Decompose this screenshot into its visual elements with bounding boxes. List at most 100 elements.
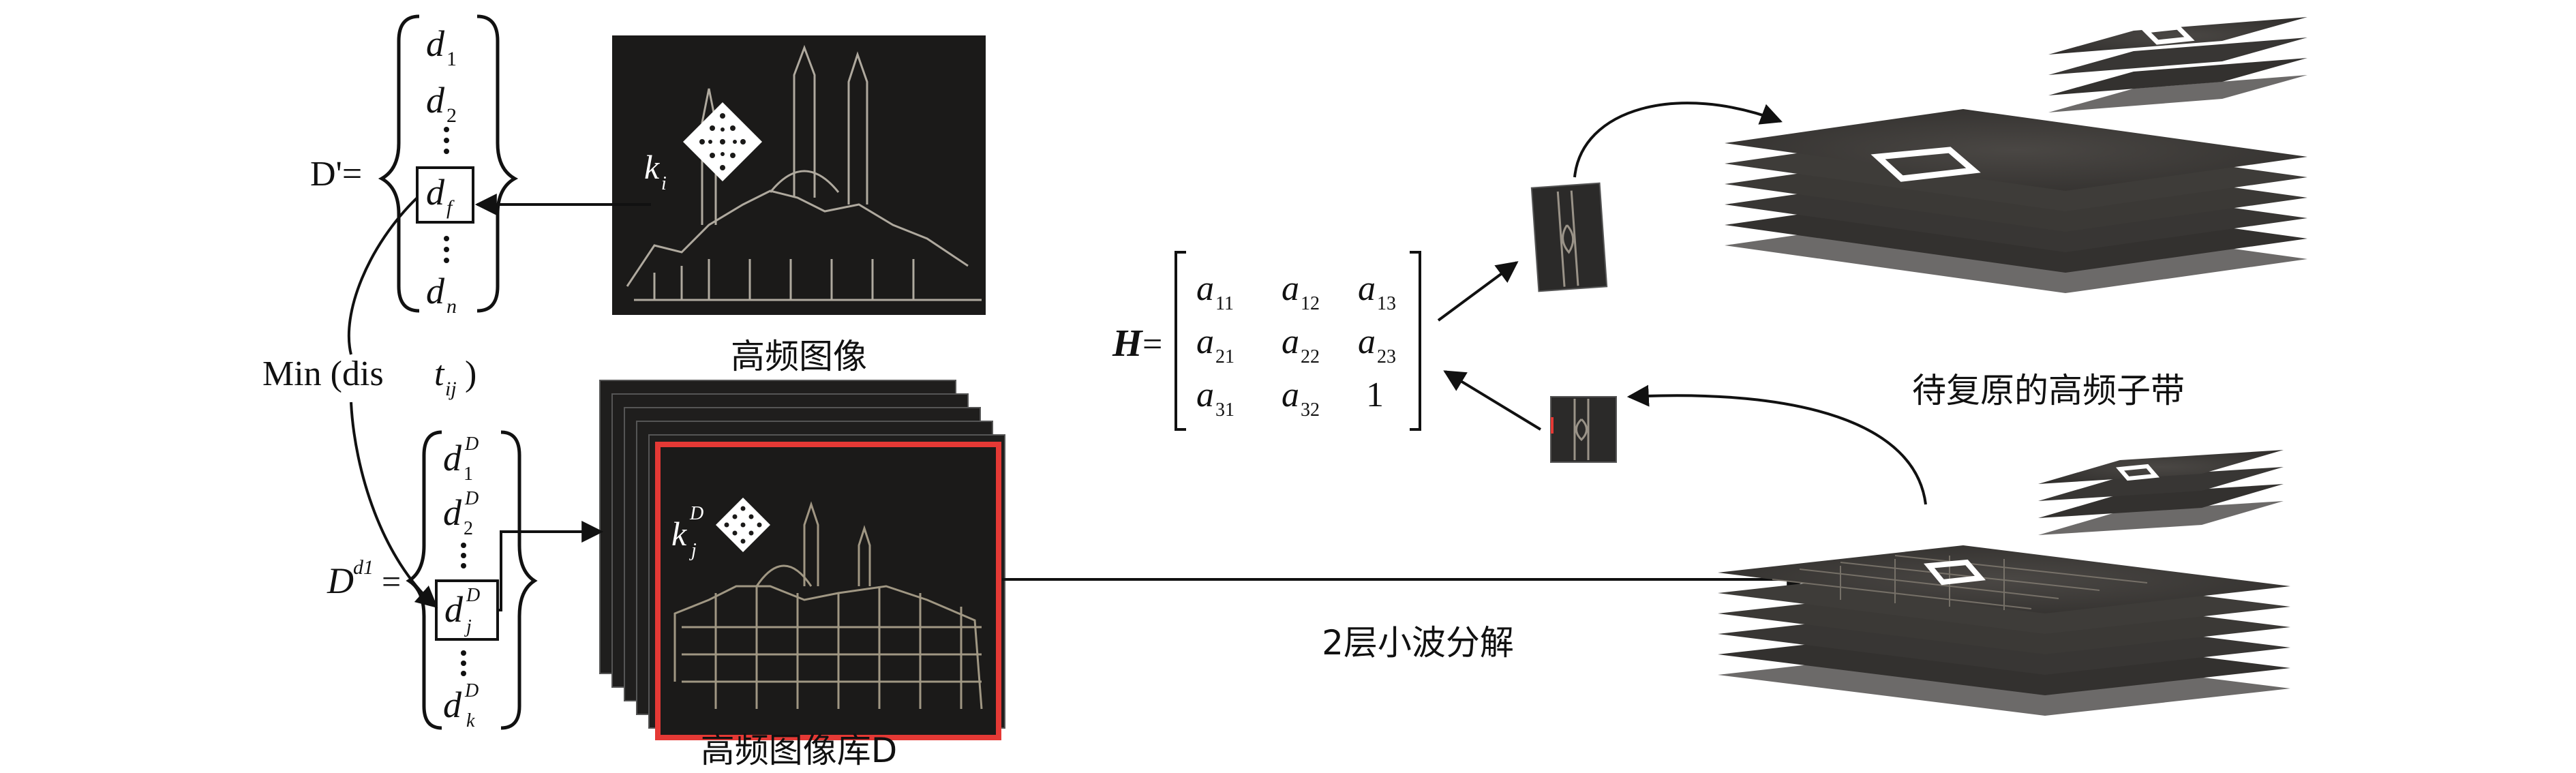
keypoint-label-bottom: k D j: [671, 503, 703, 561]
decomposed-window: [1924, 559, 1986, 586]
brace-left-top: [378, 14, 420, 313]
entry-df: d f: [426, 172, 455, 219]
wavelet-decomposed-stack: [1718, 450, 2290, 716]
svg-text:t: t: [434, 354, 445, 393]
svg-text:D: D: [689, 503, 703, 524]
svg-text:d: d: [443, 438, 462, 479]
svg-text:j: j: [689, 540, 697, 561]
svg-text:n: n: [446, 295, 457, 318]
svg-text:d1: d1: [353, 556, 374, 579]
caption-high-frequency-library: 高频图像库D: [701, 731, 898, 770]
vector-d-prime: D'= d 1 d 2 d f d n: [310, 14, 519, 318]
entry-dkD: d D k: [443, 680, 479, 731]
entry-d1: d 1: [426, 23, 457, 70]
svg-text:=: =: [382, 562, 401, 601]
svg-text:ij: ij: [445, 378, 457, 400]
svg-text:2: 2: [446, 104, 457, 127]
highlighted-library-image: [655, 442, 1001, 740]
svg-text:32: 32: [1301, 399, 1320, 421]
svg-text:d: d: [443, 492, 462, 533]
high-frequency-image-panel: [612, 35, 986, 315]
min-connector-lower: [350, 401, 438, 609]
svg-text:a: a: [1282, 269, 1299, 308]
vector-d-prime-lhs: D'=: [310, 155, 362, 194]
high-frequency-image: k i: [612, 35, 986, 315]
svg-text:1: 1: [1366, 376, 1384, 414]
svg-text:k: k: [671, 515, 687, 553]
svg-text:d: d: [426, 172, 445, 213]
svg-text:k: k: [644, 148, 660, 186]
subband-top-large-layer: [1725, 109, 2307, 191]
caption-subbands: 待复原的高频子带: [1912, 371, 2185, 410]
subband-top-small-layer: [2048, 17, 2307, 55]
entry-d2D: d D 2: [443, 488, 479, 539]
svg-text:2: 2: [464, 518, 473, 539]
svg-text:a: a: [1358, 322, 1376, 361]
vector-d-d1: D d1 = d D 1 d D 2 d D j d D: [327, 430, 538, 731]
caption-wavelet: 2层小波分解: [1322, 623, 1514, 663]
arrow-patch-bottom-to-matrix: [1443, 370, 1542, 431]
svg-text:D: D: [327, 560, 354, 601]
svg-text:12: 12: [1301, 293, 1320, 314]
entry-d1D: d D 1: [443, 434, 479, 485]
subband-small-window: [2140, 25, 2195, 45]
svg-text:i: i: [661, 173, 667, 194]
patch-bottom: [1550, 396, 1617, 463]
keypoint-patch-top: [683, 102, 762, 181]
keypoint-patch-bottom: [716, 498, 770, 552]
svg-text:21: 21: [1215, 346, 1234, 367]
svg-text:11: 11: [1215, 293, 1234, 314]
svg-text:13: 13: [1377, 293, 1396, 314]
svg-text:D: D: [464, 680, 479, 701]
svg-text:1: 1: [464, 464, 473, 485]
svg-text:D: D: [464, 434, 479, 455]
brace-right-top: [476, 14, 519, 313]
entry-dn: d n: [426, 271, 457, 318]
svg-text:d: d: [426, 80, 445, 121]
arrow-decomposition-to-patch: [1626, 384, 1927, 505]
patch-top: [1530, 182, 1608, 292]
svg-text:f: f: [446, 196, 455, 219]
min-dis-label: Min (dis t ij ): [262, 354, 476, 400]
svg-text:k: k: [466, 710, 475, 731]
vector-d-d1-lhs: D d1 =: [327, 556, 401, 601]
svg-text:Min (dis: Min (dis: [262, 354, 384, 393]
svg-text:a: a: [1196, 269, 1214, 308]
subband-large-window: [1870, 147, 1981, 182]
svg-text:d: d: [426, 271, 445, 312]
svg-text:a: a: [1282, 376, 1299, 414]
svg-text:1: 1: [446, 48, 457, 70]
matrix-bracket-right: [1410, 251, 1421, 431]
mosque-silhouette-top: [626, 44, 982, 301]
arrow-matrix-to-patch-top: [1437, 261, 1519, 322]
subbands-to-restore-stack: [1725, 17, 2307, 293]
vertical-dots-bottom-2: [461, 650, 466, 676]
svg-text:D: D: [464, 488, 479, 509]
svg-text:22: 22: [1301, 346, 1320, 367]
decomposed-top-small-layer: [2038, 450, 2284, 484]
svg-text:d: d: [443, 684, 462, 725]
svg-text:31: 31: [1215, 399, 1234, 421]
keypoint-label-top: k i: [644, 148, 667, 194]
image-library-stack: k D j: [599, 380, 1005, 740]
caption-high-frequency-image: 高频图像: [731, 337, 867, 376]
svg-text:D: D: [466, 585, 480, 606]
matrix-cell-one: 1: [1366, 376, 1384, 414]
mosque-silhouette-library: [673, 501, 983, 710]
svg-text:d: d: [426, 23, 445, 64]
selected-entry-box-df: [416, 166, 474, 224]
vertical-dots-top-1: [444, 127, 449, 154]
min-connector-upper: [347, 196, 419, 355]
arrow-patch-to-subbands: [1573, 102, 1783, 178]
brace-left-bottom: [406, 430, 442, 730]
vertical-dots-top-2: [444, 236, 449, 263]
brace-right-bottom: [500, 430, 538, 730]
